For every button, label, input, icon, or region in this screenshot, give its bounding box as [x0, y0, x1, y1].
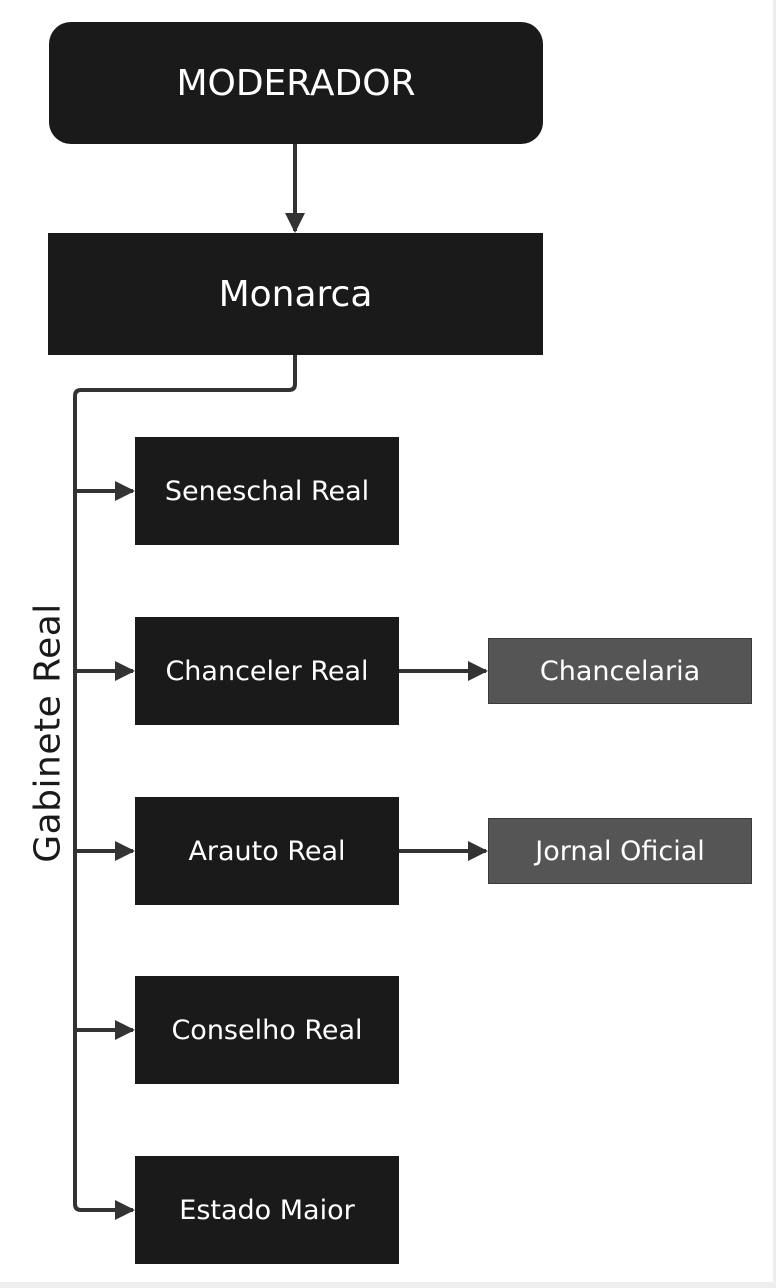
connector-monarca-spine [73, 355, 297, 1220]
node-arauto-real: Arauto Real [135, 797, 399, 905]
node-moderador: MODERADOR [49, 22, 543, 144]
frame-edge-right [773, 0, 776, 1288]
node-estado-maior: Estado Maior [135, 1156, 399, 1264]
node-seneschal-real: Seneschal Real [135, 437, 399, 545]
node-moderador-label: MODERADOR [176, 62, 416, 104]
node-monarca: Monarca [48, 233, 543, 355]
node-seneschal-real-label: Seneschal Real [164, 475, 370, 507]
node-conselho-real-label: Conselho Real [171, 1014, 363, 1046]
node-chancelaria-label: Chancelaria [539, 655, 701, 687]
node-chanceler-real-label: Chanceler Real [165, 655, 369, 687]
node-estado-maior-label: Estado Maior [179, 1194, 355, 1226]
node-chancelaria: Chancelaria [488, 638, 752, 704]
group-label-text: Gabinete Real [27, 603, 69, 863]
node-jornal-oficial: Jornal Oficial [488, 818, 752, 884]
node-chanceler-real: Chanceler Real [135, 617, 399, 725]
node-monarca-label: Monarca [218, 273, 373, 315]
node-arauto-real-label: Arauto Real [188, 835, 346, 867]
node-conselho-real: Conselho Real [135, 976, 399, 1084]
node-jornal-oficial-label: Jornal Oficial [535, 835, 705, 867]
frame-edge-bottom [0, 1282, 776, 1288]
